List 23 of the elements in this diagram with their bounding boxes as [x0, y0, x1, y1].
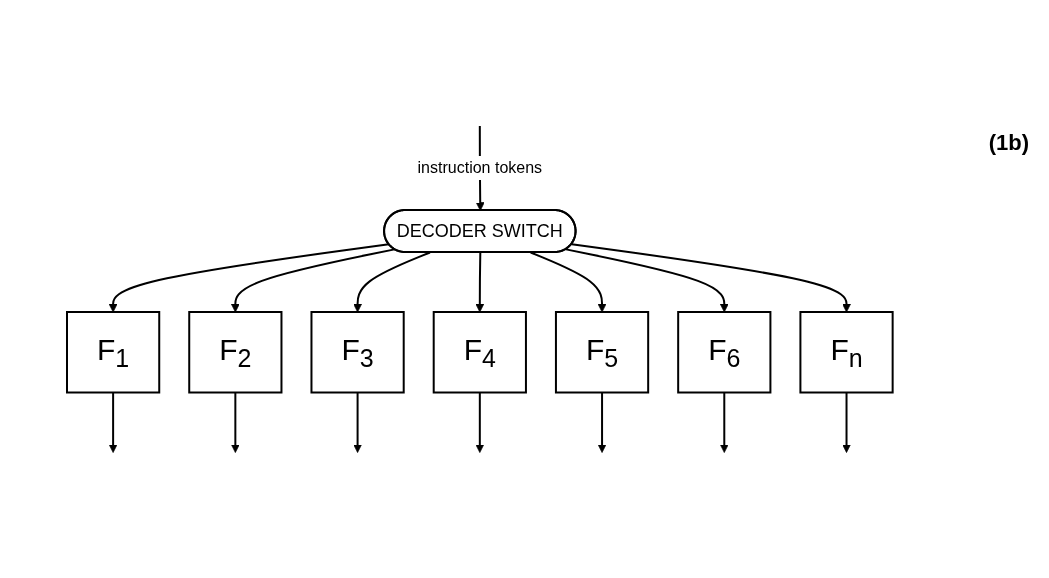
arrow: [353, 391, 363, 453]
arrow: [475, 251, 485, 313]
node-box: F$_{3}$: [310, 310, 405, 394]
arrow: [565, 248, 729, 313]
arrow: [475, 391, 485, 453]
figure-label: (1b): [988, 130, 1029, 156]
arrow: [720, 391, 729, 453]
arrow: [231, 391, 240, 453]
node-box: F$_{4}$: [432, 310, 528, 394]
arrow: [529, 251, 607, 313]
arrow: [570, 242, 852, 313]
edge-label: instruction tokens: [417, 158, 543, 176]
node-box: F$_{6}$: [677, 310, 772, 394]
arrow: [108, 242, 391, 313]
arrow: [842, 391, 852, 453]
node-box: F$_{1}$: [66, 310, 161, 394]
node-box: F$_{n}$: [799, 310, 894, 394]
arrow: [108, 391, 118, 453]
arrow: [231, 248, 396, 313]
node-box: F$_{5}$: [555, 310, 650, 394]
arrow: [353, 251, 432, 313]
node-box: F$_{2}$: [188, 310, 283, 394]
arrow: [597, 391, 607, 453]
